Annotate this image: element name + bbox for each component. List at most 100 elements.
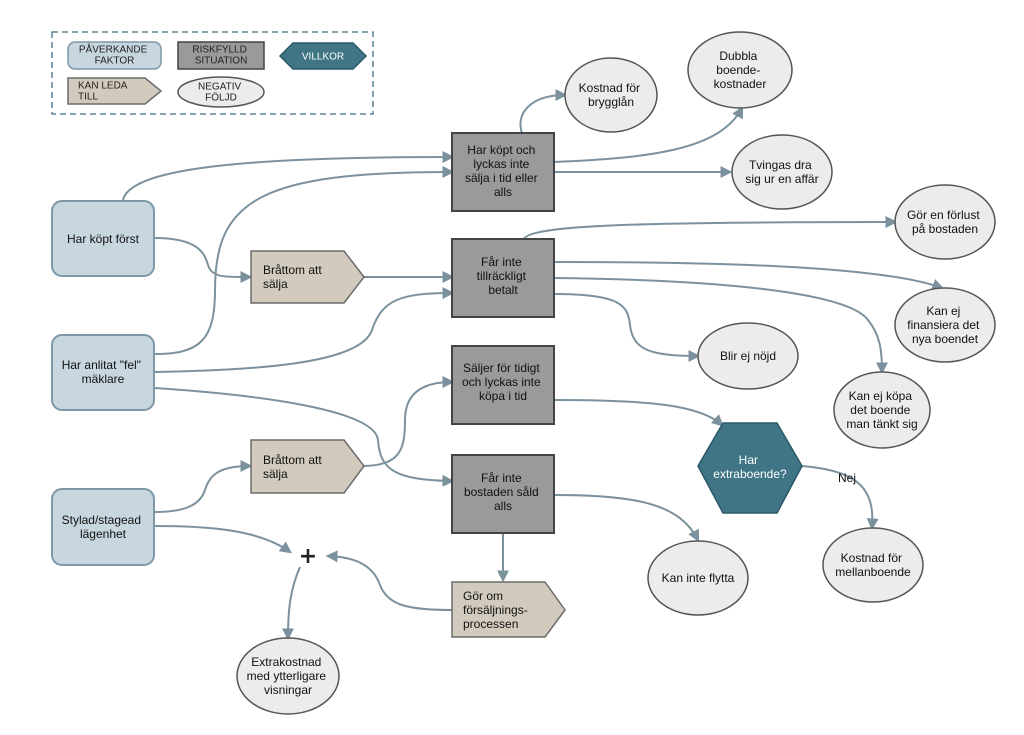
consequence-bridge-loan-line-2: brygglån xyxy=(588,95,634,109)
legend-consequence: NEGATIV FÖLJD xyxy=(177,76,265,108)
factor-styled-line-2: lägenhet xyxy=(80,527,127,541)
consequence-loss: Gör en förlust på bostaden xyxy=(894,184,996,260)
legend-consequence-line-1: NEGATIV xyxy=(198,82,241,93)
svg-text:Kan ej köpa det boende: Kan ej köpa det boende man tänkt sig xyxy=(846,389,917,431)
consequence-extra-cost-line-1: Extrakostnad xyxy=(251,655,321,669)
svg-text:Har extraboende?: Har extraboende? xyxy=(713,453,787,481)
leads-redo-sale-line-2: försäljnings- xyxy=(463,603,528,617)
factor-styled: Stylad/stagead lägenhet xyxy=(51,488,155,566)
svg-text:Stylad/stagead lägenhet: Stylad/stagead lägenhet xyxy=(62,513,145,541)
consequence-interim-cost-line-2: mellanboende xyxy=(835,565,911,579)
svg-text:Kostnad för brygglån: Kostnad för brygglån xyxy=(579,81,644,109)
risk-not-sold-line-1: Får inte xyxy=(481,471,522,485)
svg-text:Extrakostnad med ytterli: Extrakostnad med ytterligare visningar xyxy=(247,655,330,697)
edge-bought-first-to-hurry-1 xyxy=(154,237,253,284)
edge-plus-to-extra-cost xyxy=(282,566,301,641)
edge-not-paid-enough-to-cant-buy xyxy=(553,277,888,375)
factor-bought-first: Har köpt först xyxy=(51,200,155,277)
consequence-loss-line-1: Gör en förlust xyxy=(907,208,980,222)
consequence-interim-cost: Kostnad för mellanboende xyxy=(822,527,924,603)
edge-bought-not-sold-to-double-costs xyxy=(553,105,744,163)
edge-not-paid-enough-to-loss xyxy=(523,216,898,240)
consequence-double-costs-line-2: boende- xyxy=(716,63,760,77)
svg-text:Säljer för tidigt och ly: Säljer för tidigt och lyckas inte köpa i… xyxy=(462,361,544,403)
risk-not-sold-line-3: alls xyxy=(494,499,512,513)
legend-consequence-line-2: FÖLJD xyxy=(205,92,237,104)
risk-sold-too-early-line-2: och lyckas inte xyxy=(462,375,541,389)
consequence-bridge-loan: Kostnad för brygglån xyxy=(564,57,658,133)
edge-wrong-agent-to-bought-not-sold xyxy=(154,166,455,355)
edge-styled-to-hurry-2 xyxy=(154,460,253,513)
svg-text:Har köpt först: Har köpt först xyxy=(67,232,140,246)
consequence-forced-out-line-1: Tvingas dra xyxy=(749,158,812,172)
svg-text:Har anlitat "fel" mäklar: Har anlitat "fel" mäklare xyxy=(62,358,145,386)
risk-sold-too-early: Säljer för tidigt och lyckas inte köpa i… xyxy=(451,345,555,425)
legend-risk-line-2: SITUATION xyxy=(195,56,248,67)
legend: PÅVERKANDE FAKTOR RISKFYLLD SITUATION VI… xyxy=(51,31,374,115)
legend-risk-line-1: RISKFYLLD xyxy=(192,45,246,56)
legend-factor: PÅVERKANDE FAKTOR xyxy=(67,41,162,70)
factor-wrong-agent: Har anlitat "fel" mäklare xyxy=(51,334,155,411)
consequence-cant-finance-line-1: Kan ej xyxy=(926,304,960,318)
svg-text:VILLKOR: VILLKOR xyxy=(302,52,344,63)
consequence-cant-finance: Kan ej finansiera det nya boendet xyxy=(894,287,996,363)
leads-hurry-1-line-2: sälja xyxy=(263,277,288,291)
svg-text:Kan ej finansiera det: Kan ej finansiera det nya boendet xyxy=(907,304,982,346)
risk-not-paid-enough-line-2: tillräckligt xyxy=(477,269,527,283)
consequence-cant-move: Kan inte flytta xyxy=(647,540,749,616)
edge-wrong-agent-to-not-paid-enough xyxy=(154,287,455,373)
leads-hurry-2-line-1: Bråttom att xyxy=(263,453,322,467)
risk-not-sold-line-2: bostaden såld xyxy=(464,485,539,499)
svg-text:NEGATIV FÖLJD: NEGATIV FÖLJD xyxy=(198,82,244,104)
risk-bought-not-sold-line-3: sälja i tid eller xyxy=(465,171,538,185)
leads-hurry-1: Bråttom att sälja xyxy=(250,250,365,304)
legend-factor-line-1: PÅVERKANDE xyxy=(79,43,148,56)
consequence-double-costs-line-3: kostnader xyxy=(714,77,767,91)
legend-factor-line-2: FAKTOR xyxy=(95,56,135,67)
consequence-cant-move-line-1: Kan inte flytta xyxy=(662,571,735,585)
edge-not-sold-to-cant-move xyxy=(553,494,700,543)
edge-redo-sale-to-plus xyxy=(325,550,453,611)
risk-not-paid-enough: Får inte tillräckligt betalt xyxy=(451,238,555,318)
legend-leads-shape xyxy=(67,77,163,105)
risk-not-paid-enough-line-1: Får inte xyxy=(481,255,522,269)
consequence-not-happy-line-1: Blir ej nöjd xyxy=(720,349,776,363)
legend-factor-shape xyxy=(67,41,162,70)
edge-bought-first-to-bought-not-sold xyxy=(122,151,455,201)
risk-bought-not-sold-line-2: lyckas inte xyxy=(473,157,529,171)
leads-redo-sale: Gör om försäljnings- processen xyxy=(451,581,566,638)
edges xyxy=(122,89,945,641)
condition-extra-home-line-2: extraboende? xyxy=(713,467,787,481)
consequence-cant-finance-line-2: finansiera det xyxy=(907,318,980,332)
edge-wrong-agent-to-not-sold xyxy=(154,387,455,487)
leads-hurry-2-line-2: sälja xyxy=(263,467,288,481)
svg-text:Bråttom att sälja: Bråttom att sälja xyxy=(263,263,325,291)
consequence-extra-cost-line-2: med ytterligare xyxy=(247,669,327,683)
edge-sold-too-early-to-extra-home xyxy=(553,399,724,427)
leads-redo-sale-line-3: processen xyxy=(463,617,518,631)
svg-text:Får inte bostaden såld: Får inte bostaden såld alls xyxy=(464,471,542,513)
legend-leads: KAN LEDA TILL xyxy=(67,77,163,105)
consequence-cant-buy-line-2: det boende xyxy=(850,403,910,417)
leads-hurry-1-line-1: Bråttom att xyxy=(263,263,322,277)
consequence-extra-cost-line-3: visningar xyxy=(264,683,312,697)
svg-text:Dubbla boende- kos: Dubbla boende- kostnader xyxy=(714,49,767,91)
legend-condition-shape xyxy=(278,42,368,70)
legend-leads-line-1: KAN LEDA xyxy=(78,81,128,92)
factor-bought-first-line-1: Har köpt först xyxy=(67,232,140,246)
svg-text:Blir ej nöjd: Blir ej nöjd xyxy=(720,349,776,363)
legend-frame xyxy=(51,31,374,115)
risk-sold-too-early-line-1: Säljer för tidigt xyxy=(463,361,540,375)
risk-bought-not-sold-line-1: Har köpt och xyxy=(467,143,535,157)
plus-symbol: + xyxy=(299,544,317,569)
factor-wrong-agent-line-2: mäklare xyxy=(82,372,125,386)
svg-text:Får inte tillräckligt: Får inte tillräckligt betalt xyxy=(477,255,530,297)
consequence-cant-finance-line-3: nya boendet xyxy=(912,332,979,346)
consequence-interim-cost-line-1: Kostnad för xyxy=(841,551,902,565)
legend-consequence-shape xyxy=(177,76,265,108)
consequence-cant-buy-line-3: man tänkt sig xyxy=(846,417,917,431)
consequence-cant-buy-line-1: Kan ej köpa xyxy=(849,389,913,403)
svg-text:Kostnad för mellanboende: Kostnad för mellanboende xyxy=(835,551,911,579)
consequence-double-costs-line-1: Dubbla xyxy=(719,49,757,63)
